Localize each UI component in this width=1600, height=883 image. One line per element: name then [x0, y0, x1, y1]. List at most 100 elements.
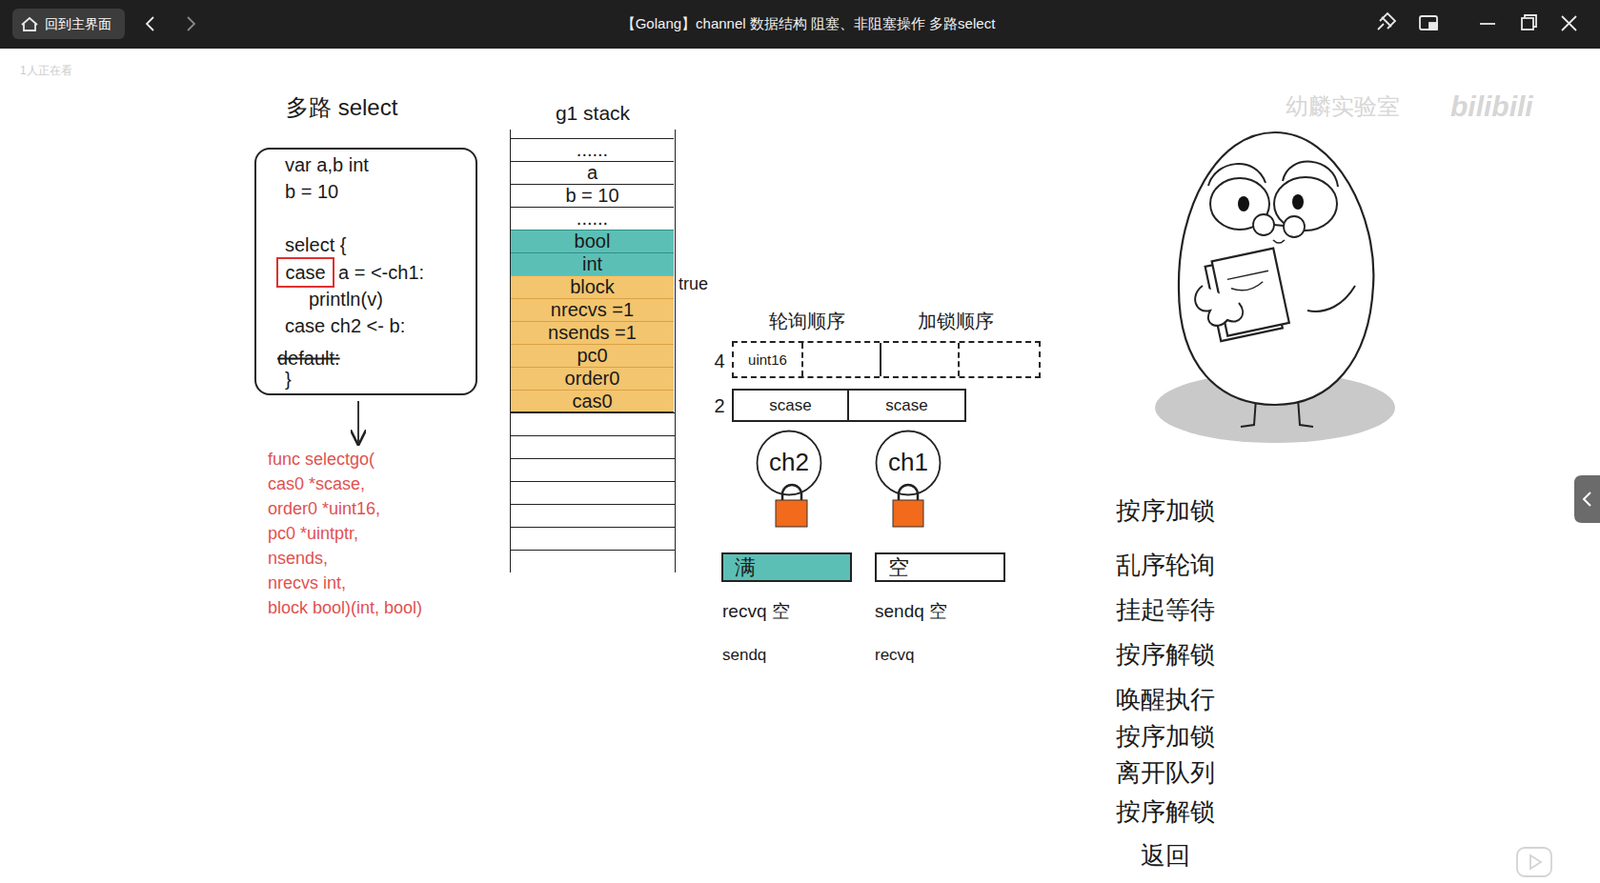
signature-line: block bool)(int, bool) — [267, 598, 423, 619]
node-text: int — [582, 253, 603, 276]
channel-circle: ch2 — [755, 429, 823, 497]
node-text: bool — [574, 230, 611, 253]
down-arrow — [357, 401, 360, 445]
lock-icon — [775, 485, 808, 527]
stack-slot-orange: block — [510, 275, 674, 299]
node-text: b = 10 — [284, 181, 339, 203]
stack-slot — [510, 549, 675, 573]
scase-box: scase — [731, 388, 850, 423]
node-text: 满 — [734, 555, 756, 580]
stack-slot — [510, 526, 675, 550]
buffer-empty: 空 — [874, 552, 1006, 583]
node-text: case ch2 <- b: — [284, 315, 406, 338]
queue-label: sendq 空 — [874, 601, 948, 623]
node-text: nrecvs =1 — [550, 299, 634, 322]
node-text: b = 10 — [565, 184, 619, 207]
title-bar: 【Golang】channel 数据结构 阻塞、非阻塞操作 多路select 回到… — [0, 0, 1600, 49]
side-tab — [1574, 475, 1600, 524]
step-item: 按序加锁 — [1115, 497, 1216, 527]
home-button: 回到主界面 — [12, 8, 125, 40]
count-number: 2 — [713, 395, 725, 418]
lock-icon — [892, 485, 924, 527]
array-divider — [957, 343, 960, 377]
node-text: default: — [277, 347, 341, 370]
stack-slot: ...... — [510, 138, 674, 162]
signature-line: func selectgo( — [267, 449, 375, 470]
stack-slot: ...... — [510, 206, 674, 230]
step-item: 返回 — [1140, 842, 1191, 871]
stack-slot-orange: nrecvs =1 — [510, 298, 674, 322]
count-number: 4 — [713, 350, 725, 373]
window-icons — [21, 13, 1577, 31]
node-text: ...... — [576, 139, 608, 162]
stack-slot-orange: nsends =1 — [510, 321, 674, 345]
node-text: ch1 — [888, 448, 929, 478]
node-text: } — [284, 368, 292, 391]
value-note: true — [678, 274, 709, 295]
array-divider — [801, 343, 804, 377]
node-text: a — [587, 162, 598, 184]
stack-slot: a — [510, 161, 674, 184]
signature-line: nsends, — [267, 548, 328, 569]
node-text: 空 — [888, 555, 910, 580]
node-text: select { — [284, 234, 346, 257]
node-text: scase — [885, 396, 928, 416]
highlight-box: case — [276, 257, 335, 288]
viewer-count: 1人正在看 — [20, 64, 73, 79]
step-item: 按序加锁 — [1115, 723, 1216, 752]
signature-line: nrecvs int, — [267, 573, 346, 594]
node-text: uint16 — [748, 351, 788, 368]
node-text: ch2 — [769, 448, 810, 478]
queue-label: recvq 空 — [722, 601, 790, 623]
step-item: 离开队列 — [1115, 759, 1216, 789]
stack-slot: b = 10 — [510, 183, 674, 207]
node-text: nsends =1 — [547, 322, 637, 345]
order-array: 轮询顺序加锁顺序uint16 — [731, 341, 1041, 379]
signature-line: order0 *uint16, — [267, 499, 381, 520]
queue-label: sendq — [722, 646, 767, 666]
stack-slot — [510, 458, 675, 482]
node-text: case — [284, 262, 325, 284]
node-text: 回到主界面 — [44, 16, 112, 32]
stack-slot — [510, 412, 675, 436]
stack-slot-orange: order0 — [510, 366, 674, 390]
step-item: 按序解锁 — [1115, 798, 1216, 828]
queue-label: recvq — [874, 646, 915, 666]
stack-slot-teal: int — [510, 252, 674, 276]
buffer-full: 满 — [721, 552, 852, 583]
node-text: block — [569, 276, 615, 299]
stack-frame: g1 stack......ab = 10......boolintblockn… — [509, 129, 676, 573]
step-item: 唤醒执行 — [1115, 686, 1216, 715]
channel-circle: ch1 — [874, 429, 942, 497]
node-text: scase — [769, 396, 811, 416]
watermark: 幼麟实验室 — [1285, 93, 1400, 121]
node-text: 【Golang】channel 数据结构 阻塞、非阻塞操作 多路select — [621, 15, 996, 32]
signature-line: pc0 *uintptr, — [267, 524, 359, 545]
node-text: 加锁顺序 — [917, 310, 994, 333]
step-item: 乱序轮询 — [1115, 551, 1216, 581]
node-text: 轮询顺序 — [769, 310, 846, 333]
node-text: order0 — [565, 367, 621, 390]
code-box: var a,b intb = 10select {a = <-ch1:print… — [254, 147, 478, 396]
node-text: a = <-ch1: — [338, 262, 425, 284]
stack-slot — [510, 504, 675, 527]
node-text: var a,b int — [284, 154, 369, 177]
watermark: bilibili — [1450, 90, 1534, 124]
step-item: 按序解锁 — [1115, 641, 1216, 670]
array-cell: uint16 — [733, 343, 802, 377]
stack-slot-orange: pc0 — [510, 344, 674, 367]
stack-slot — [510, 435, 675, 459]
section-title: 多路 select — [285, 94, 398, 122]
node-text: pc0 — [576, 344, 608, 367]
stack-heading: g1 stack — [555, 101, 630, 125]
stack-slot-orange: cas0 — [510, 389, 674, 413]
node-text: ...... — [576, 207, 608, 230]
node-text: cas0 — [571, 390, 612, 413]
array-divider — [879, 343, 882, 377]
egg-character — [1154, 132, 1396, 444]
signature-line: cas0 *scase, — [267, 474, 365, 495]
stack-slot-teal: bool — [510, 229, 674, 253]
step-item: 挂起等待 — [1115, 596, 1216, 626]
stack-slot — [510, 481, 675, 505]
play-icon — [1517, 848, 1552, 877]
